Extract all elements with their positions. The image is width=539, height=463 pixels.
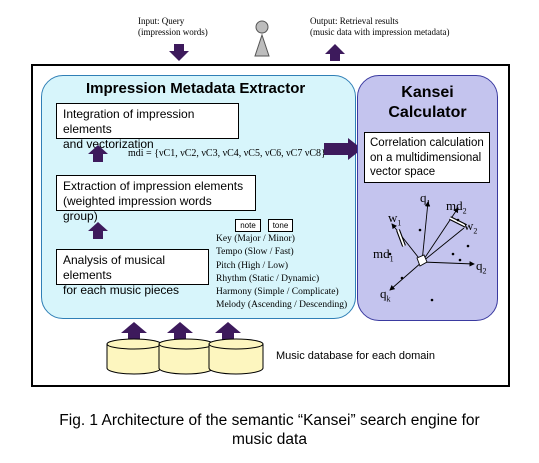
label-w1: w1 [388,210,402,228]
kansei-title: Kansei Calculator [357,83,498,123]
factor-harmony: Harmony (Simple / Complicate) [216,287,339,298]
factor-pitch: Pitch (High / Low) [216,260,289,271]
integration-line1: Integration of impression elements [63,107,195,136]
label-md1: md1 [373,246,394,264]
database-cylinder-1 [106,338,162,375]
db1-up-arrow [121,322,147,342]
user-icon [254,20,270,57]
input-down-arrow [169,44,189,61]
database-cylinder-3 [208,338,264,375]
w1-arrow [396,229,406,247]
analysis-up-arrow [88,222,108,239]
extraction-line1: Extraction of impression elements [63,179,244,193]
label-qk: qk [380,286,391,304]
musical-factors-list: Key (Major / Minor) Tempo (Slow / Fast) … [216,233,356,313]
db2-up-arrow [167,322,193,342]
output-up-arrow [325,44,345,61]
label-md2: md2 [446,198,467,216]
axis-q1 [421,201,431,263]
vector-space-diagram [388,201,475,302]
origin-cube [416,254,428,267]
axis-extra [421,227,465,263]
integration-line2: and vectorization [63,137,154,151]
point [418,228,422,232]
output-label: Output: Retrieval results (music data wi… [310,16,500,38]
analysis-box: Analysis of musical elements for each mu… [56,249,209,297]
point [451,252,455,256]
factor-rhythm: Rhythm (Static / Dynamic) [216,273,320,284]
output-label-line2: (music data with impression metadata) [310,27,450,37]
correlation-line2: on a multidimensional [370,151,482,164]
vector-md1 [391,223,423,263]
extraction-up-arrow [88,145,108,162]
mdi-formula: mdi = {νC1, νC2, νC3, νC4, νC5, νC6, νC7… [128,148,326,159]
figure-caption: Fig. 1 Architecture of the semantic “Kan… [0,411,539,449]
extractor-title: Impression Metadata Extractor [86,80,306,97]
extraction-line2: (weighted impression words group) [63,194,212,223]
point [430,298,434,302]
tone-tag: tone [268,219,293,232]
kansei-title-line2: Calculator [388,104,467,121]
point [458,258,462,262]
correlation-box: Correlation calculation on a multidimens… [364,132,490,183]
point [388,252,392,256]
database-cylinder-2 [158,338,214,375]
caption-line2: music data [232,431,307,448]
input-label-line2: (impression words) [138,27,208,37]
input-label-line1: Input: Query [138,16,185,26]
analysis-line1: Analysis of musical elements [63,253,166,282]
label-q1: q1 [420,190,431,208]
note-tag: note [235,219,261,232]
extractor-to-kansei-arrow [324,138,362,160]
axis-qk [389,261,423,291]
factor-melody: Melody (Ascending / Descending) [216,300,348,311]
analysis-line2: for each music pieces [63,283,180,297]
caption-line1: Fig. 1 Architecture of the semantic “Kan… [59,412,480,429]
music-database-cylinders [106,338,264,375]
point [456,218,460,222]
db3-up-arrow [215,322,241,342]
label-q2: q2 [476,258,487,276]
axis-q2 [421,261,475,267]
integration-box: Integration of impression elements and v… [56,103,239,151]
correlation-line3: vector space [370,166,436,178]
output-label-line1: Output: Retrieval results [310,16,399,26]
point [400,276,404,280]
kansei-title-line1: Kansei [401,84,454,101]
extraction-box: Extraction of impression elements (weigh… [56,175,256,223]
factor-key: Key (Major / Minor) [216,234,295,244]
correlation-line1: Correlation calculation [370,137,484,149]
database-label: Music database for each domain [276,350,435,362]
kansei-calculator-panel [357,75,498,321]
factor-tempo: Tempo (Slow / Fast) [216,247,294,258]
point [466,244,470,248]
w2-arrow [449,216,467,228]
label-w2: w2 [464,218,478,236]
input-label: Input: Query (impression words) [138,16,228,38]
